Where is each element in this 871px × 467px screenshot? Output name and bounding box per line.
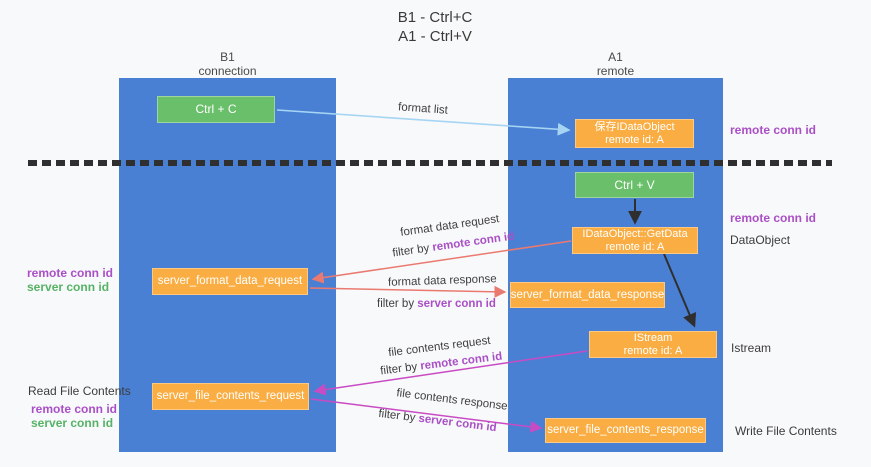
label-server-conn-id-left-2: server conn id	[31, 416, 114, 430]
node-save-idataobject-line2: remote id: A	[605, 133, 664, 146]
label-file-contents-response: file contents response	[395, 387, 509, 413]
node-idataobject-getdata-line1: IDataObject::GetData	[582, 227, 688, 240]
label-remote-conn-id-top-right: remote conn id	[730, 123, 817, 137]
lane-b1-subtitle: connection	[198, 64, 257, 78]
title-line-1: B1 - Ctrl+C	[397, 9, 473, 26]
node-istream: IStream remote id: A	[589, 331, 717, 358]
label-format-data-response: format data response	[387, 273, 497, 289]
label-filter-server-conn-id-2: filter by server conn id	[377, 407, 498, 435]
filter-prefix-4: filter by	[377, 407, 420, 425]
lane-b1-title: B1	[220, 50, 235, 64]
node-istream-line1: IStream	[633, 331, 673, 344]
dashed-separator	[28, 160, 832, 166]
node-server-file-contents-request: server_file_contents_request	[152, 383, 309, 410]
node-server-format-data-request: server_format_data_request	[152, 268, 308, 295]
node-server-file-contents-request-label: server_file_contents_request	[156, 390, 305, 402]
label-istream: Istream	[731, 341, 772, 355]
node-ctrl-c: Ctrl + C	[157, 96, 275, 123]
filter-prefix-3: filter by	[379, 360, 422, 378]
lane-a1-subtitle: remote	[596, 64, 635, 78]
node-ctrl-v: Ctrl + V	[575, 172, 694, 198]
label-filter-server-conn-id-1: filter by server conn id	[377, 298, 496, 311]
node-ctrl-c-label: Ctrl + C	[195, 102, 237, 116]
label-write-file-contents: Write File Contents	[735, 424, 837, 438]
filter-value-1: remote conn id	[431, 230, 515, 254]
label-read-file-contents: Read File Contents	[28, 384, 131, 398]
label-remote-conn-id-left-1: remote conn id	[27, 266, 114, 280]
label-server-conn-id-left-1: server conn id	[27, 280, 110, 294]
node-idataobject-getdata: IDataObject::GetData remote id: A	[572, 227, 698, 254]
node-server-format-data-response-label: server_format_data_response	[510, 288, 665, 301]
lane-header-b1: B1 connection	[119, 50, 336, 78]
node-server-format-data-response: server_format_data_response	[510, 282, 665, 308]
node-istream-line2: remote id: A	[623, 344, 683, 357]
node-ctrl-v-label: Ctrl + V	[614, 177, 655, 192]
label-remote-conn-id-mid-right: remote conn id	[730, 211, 817, 225]
node-idataobject-getdata-line2: remote id: A	[605, 240, 665, 253]
diagram-title: B1 - Ctrl+C A1 - Ctrl+V	[300, 8, 570, 46]
filter-value-4: server conn id	[417, 412, 498, 435]
label-dataobject: DataObject	[730, 233, 791, 247]
label-remote-conn-id-left-2: remote conn id	[31, 402, 118, 416]
node-server-file-contents-response-label: server_file_contents_response	[547, 424, 704, 436]
filter-prefix-1: filter by	[391, 241, 434, 260]
title-line-2: A1 - Ctrl+V	[398, 28, 472, 45]
node-save-idataobject: 保存IDataObject remote id: A	[575, 119, 694, 148]
filter-value-2: server conn id	[417, 298, 496, 310]
lane-a1-title: A1	[608, 50, 623, 64]
node-server-file-contents-response: server_file_contents_response	[545, 418, 706, 443]
node-save-idataobject-line1: 保存IDataObject	[594, 120, 675, 133]
lane-header-a1: A1 remote	[508, 50, 723, 78]
filter-prefix-2: filter by	[377, 298, 418, 310]
label-format-list: format list	[397, 101, 449, 117]
node-server-format-data-request-label: server_format_data_request	[157, 275, 303, 287]
